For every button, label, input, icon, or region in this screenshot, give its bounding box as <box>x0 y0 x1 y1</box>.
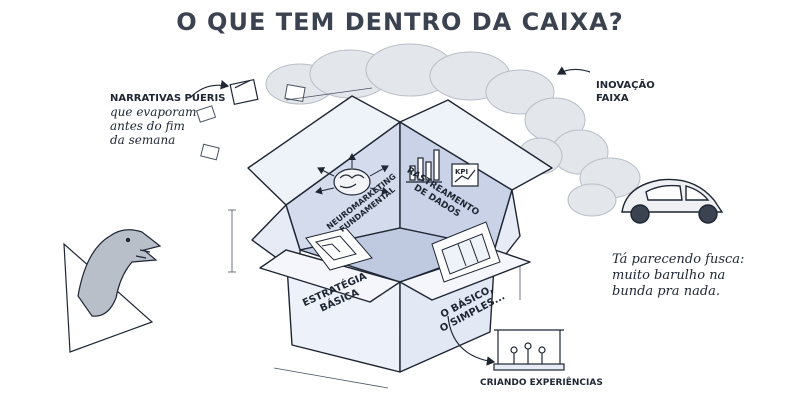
right-note-line-1: INOVAÇÃO <box>596 80 655 92</box>
left-note-line-3: da semana <box>110 133 175 147</box>
brain-icon <box>334 169 370 195</box>
left-note-line-2: antes do fim <box>110 119 185 133</box>
right-note-arrow <box>558 69 590 74</box>
dinosaur-icon <box>64 230 160 352</box>
left-note-line-1: que evaporam <box>110 105 197 119</box>
left-note-heading: NARRATIVAS PUERIS <box>110 93 225 105</box>
car-note-line-1: Tá parecendo fusca: <box>612 252 744 268</box>
kpi-label: KPI <box>455 168 468 176</box>
right-note-line-2: FAIXA <box>596 93 629 105</box>
calendar-icon <box>230 80 258 105</box>
stage-icon <box>494 330 564 370</box>
car-note-line-2: muito barulho na <box>612 268 725 284</box>
car-note-line-3: bunda pra nada. <box>612 284 720 300</box>
stage-label: CRIANDO EXPERIÊNCIAS <box>480 377 603 389</box>
